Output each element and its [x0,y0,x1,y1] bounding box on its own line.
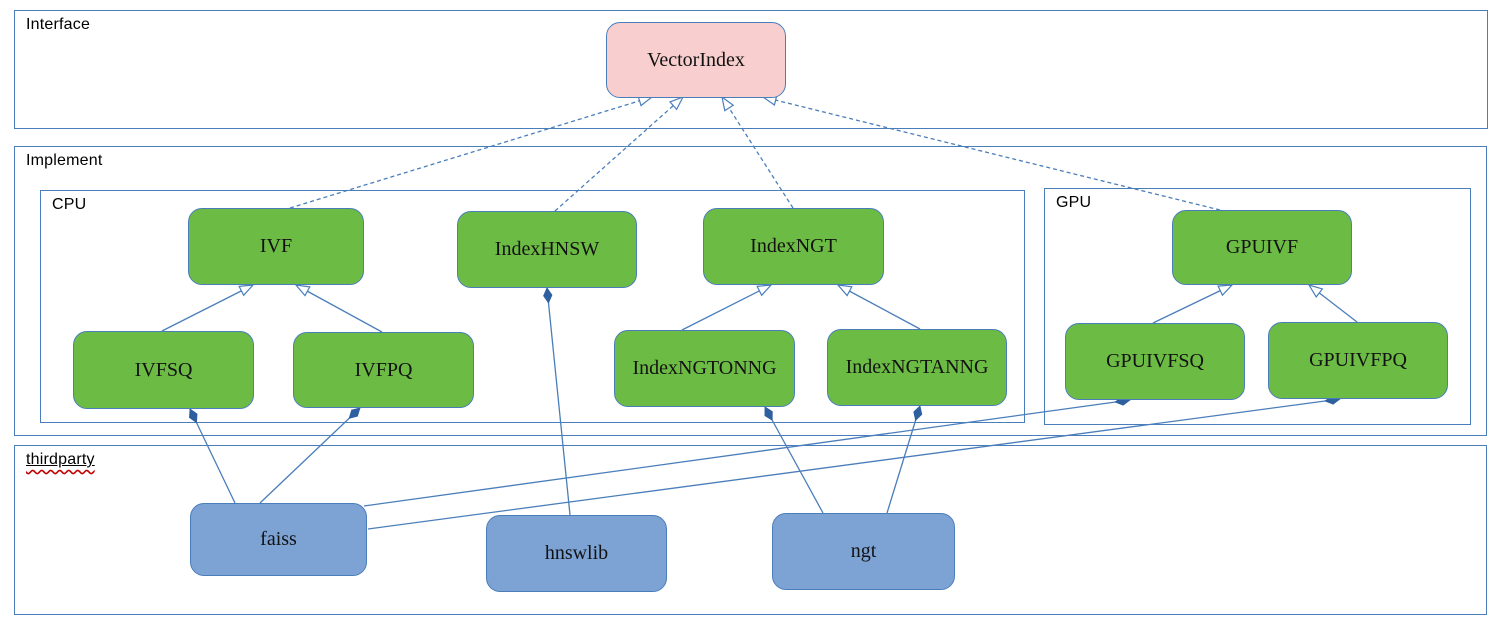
node-indexngtanng: IndexNGTANNG [827,329,1007,406]
node-gpuivfpq: GPUIVFPQ [1268,322,1448,399]
node-hnswlib: hnswlib [486,515,667,592]
node-indexngt: IndexNGT [703,208,884,285]
node-faiss: faiss [190,503,367,576]
node-gpuivfsq: GPUIVFSQ [1065,323,1245,400]
node-ivfsq: IVFSQ [73,331,254,409]
container-interface-label: Interface [26,16,91,33]
node-indexngtonng: IndexNGTONNG [614,330,795,407]
node-vectorindex: VectorIndex [606,22,786,98]
container-thirdparty-label: thirdparty [26,451,95,469]
node-indexhnsw: IndexHNSW [457,211,637,288]
node-gpuivf: GPUIVF [1172,210,1352,285]
spellcheck-squiggle: thirdparty [26,451,95,468]
container-cpu-label: CPU [52,196,87,213]
node-ngt: ngt [772,513,955,590]
node-ivfpq: IVFPQ [293,332,474,408]
container-implement-label: Implement [26,152,103,169]
node-ivf: IVF [188,208,364,285]
container-gpu-label: GPU [1056,194,1092,211]
